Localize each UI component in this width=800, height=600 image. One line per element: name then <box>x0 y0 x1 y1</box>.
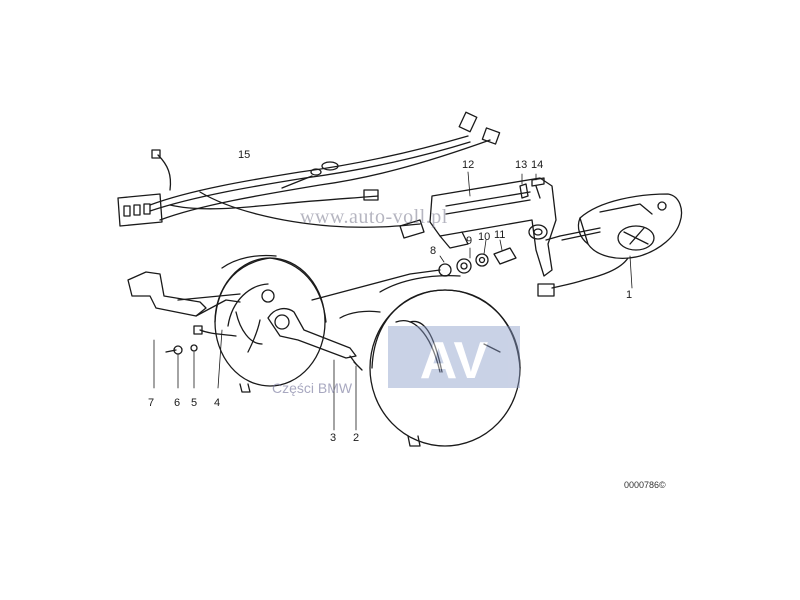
headlight-motor <box>537 193 683 297</box>
left-lamp-ring <box>214 254 327 393</box>
watermark-logo-letters: AV <box>420 332 489 390</box>
callout-1: 1 <box>626 289 633 301</box>
wiring-harness <box>117 111 501 239</box>
callout-4: 4 <box>214 397 221 409</box>
watermark-brand: Części BMW <box>272 380 353 396</box>
adjustment-bracket <box>429 177 561 277</box>
callout-13: 13 <box>515 159 528 171</box>
left-adjuster-lever <box>127 271 263 355</box>
callout-11: 11 <box>494 229 506 241</box>
leader-lines <box>153 171 633 431</box>
callout-15: 15 <box>238 149 251 161</box>
watermark-logo: AV <box>388 326 520 390</box>
callout-14: 14 <box>531 159 544 171</box>
document-number: 0000786© <box>624 480 666 490</box>
callout-10: 10 <box>478 231 491 243</box>
right-lamp-ring <box>339 274 521 447</box>
screw-set <box>519 177 545 199</box>
watermark-url: www.auto-voll.pl <box>300 206 448 228</box>
callout-3: 3 <box>330 432 337 444</box>
bushing-set <box>438 247 517 277</box>
callout-2: 2 <box>353 432 360 444</box>
callout-7: 7 <box>148 397 155 409</box>
callout-12: 12 <box>462 159 475 171</box>
callout-5: 5 <box>191 397 198 409</box>
callout-9: 9 <box>466 235 473 247</box>
callout-6: 6 <box>174 397 181 409</box>
callout-8: 8 <box>430 245 437 257</box>
